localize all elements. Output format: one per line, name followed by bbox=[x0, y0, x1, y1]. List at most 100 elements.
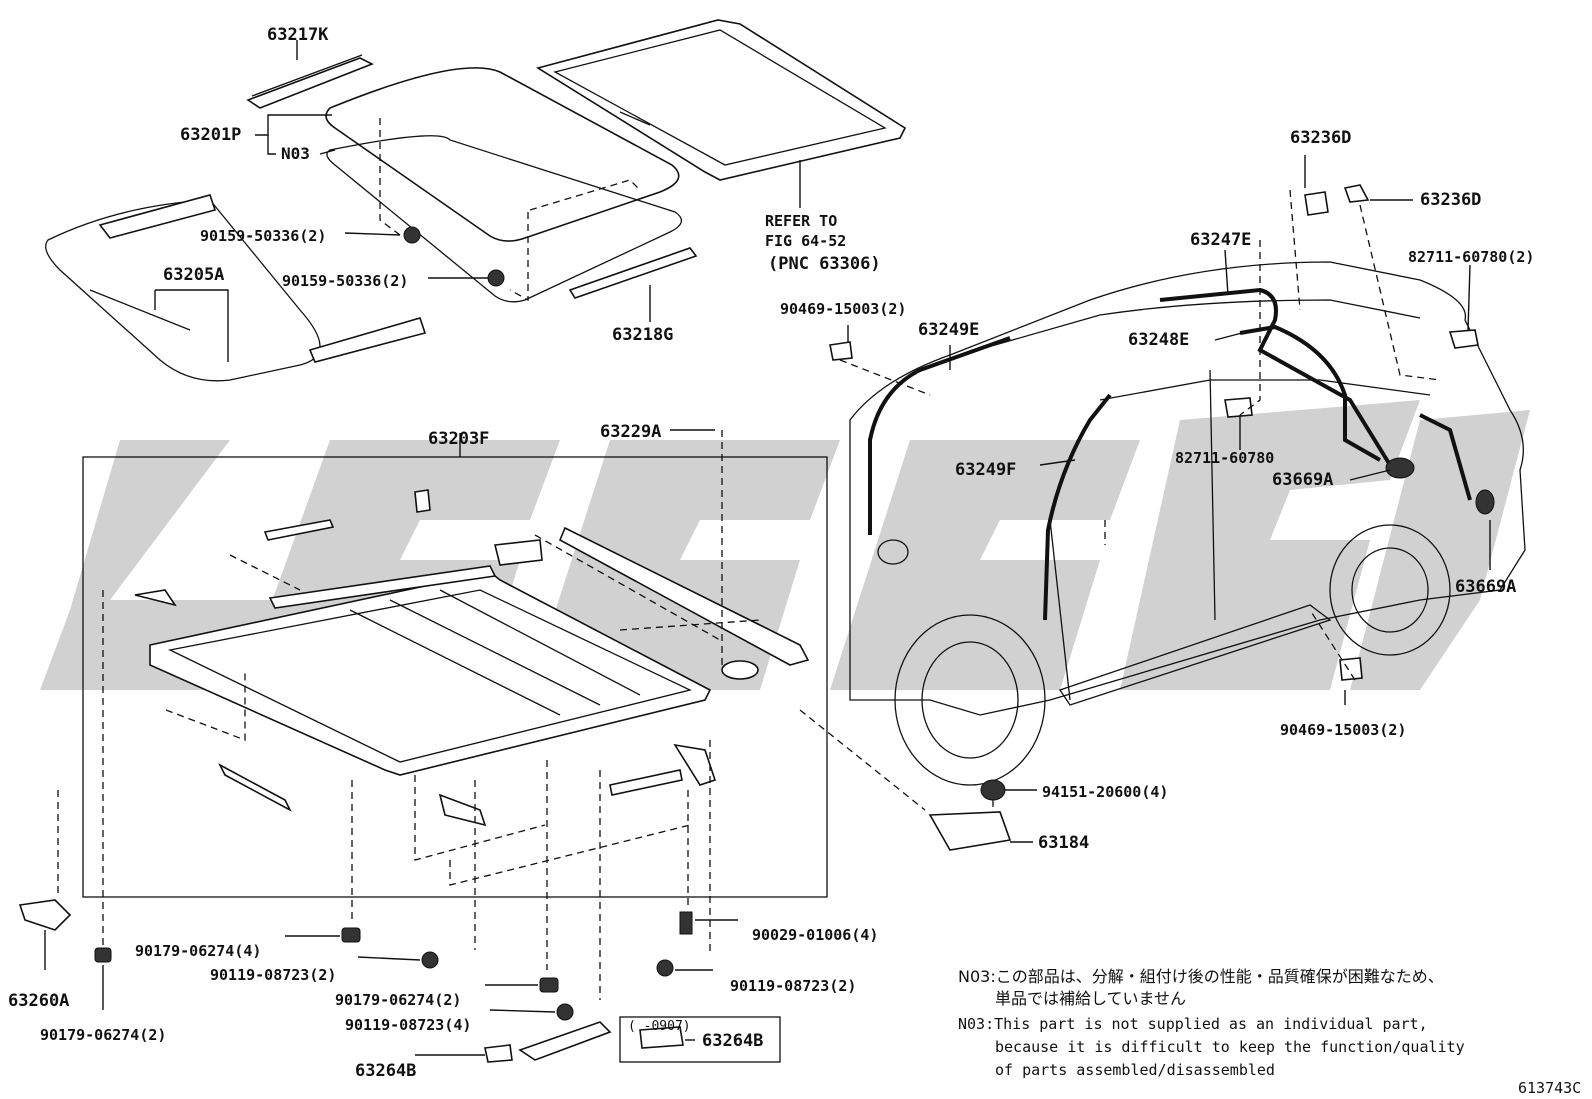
bolt-icon bbox=[487, 269, 505, 287]
label-90179-b: 90179-06274(2) bbox=[335, 991, 461, 1009]
sunshade-panel bbox=[536, 19, 907, 181]
clip-63236d bbox=[1304, 191, 1329, 216]
note-jp-line2: 単品では補給していません bbox=[995, 989, 1186, 1008]
motor-unit bbox=[18, 899, 72, 931]
drain-hose-rear-b bbox=[1239, 324, 1381, 462]
rear-wheel bbox=[1329, 524, 1451, 656]
note-en-line3: of parts assembled/disassembled bbox=[995, 1061, 1275, 1079]
label-refer-1: REFER TO bbox=[765, 212, 837, 230]
clip-strip bbox=[263, 519, 335, 541]
label-90119-c: 90119-08723(4) bbox=[345, 1016, 471, 1034]
label-82711-a: 82711-60780(2) bbox=[1408, 248, 1534, 266]
arrow-icon bbox=[518, 1021, 612, 1061]
drain-connector bbox=[721, 660, 759, 680]
clip-icon bbox=[539, 977, 559, 993]
nut-icon bbox=[980, 779, 1006, 801]
label-90119-a: 90119-08723(2) bbox=[210, 966, 336, 984]
vehicle-body bbox=[829, 155, 1526, 851]
fasteners bbox=[18, 429, 781, 1063]
label-63236D-b: 63236D bbox=[1420, 190, 1481, 210]
label-63264B-b: 63264B bbox=[702, 1031, 763, 1051]
note-en-line2: because it is difficult to keep the func… bbox=[995, 1038, 1465, 1056]
clip-90469 bbox=[829, 341, 853, 361]
mirror bbox=[877, 539, 909, 565]
front-clip bbox=[134, 589, 177, 607]
bracket-63184 bbox=[928, 811, 1012, 851]
drain-hose-front bbox=[868, 336, 1011, 535]
label-63229A: 63229A bbox=[600, 422, 661, 442]
label-90469-a: 90469-15003(2) bbox=[780, 300, 906, 318]
label-refer-2: FIG 64-52 bbox=[765, 232, 846, 250]
label-63184: 63184 bbox=[1038, 833, 1089, 853]
clip-icon bbox=[94, 947, 112, 963]
note-jp-line1: N03:この部品は、分解・組付け後の性能・品質確保が困難なため、 bbox=[958, 967, 1444, 986]
label-90029: 90029-01006(4) bbox=[752, 926, 878, 944]
roof-housing bbox=[57, 430, 926, 1000]
side-step bbox=[1058, 604, 1332, 706]
label-90159-b: 90159-50336(2) bbox=[282, 272, 408, 290]
screw-icon bbox=[679, 911, 693, 935]
label-63260A: 63260A bbox=[8, 991, 69, 1011]
label-63247E: 63247E bbox=[1190, 230, 1251, 250]
label-63217K: 63217K bbox=[267, 25, 329, 45]
label-90119-b: 90119-08723(2) bbox=[730, 977, 856, 995]
glass-panel-group bbox=[45, 40, 698, 382]
label-90179-a: 90179-06274(4) bbox=[135, 942, 261, 960]
top-clip bbox=[414, 489, 431, 513]
clip-82711 bbox=[1448, 329, 1479, 349]
label-date-range: ( -0907) bbox=[628, 1019, 691, 1034]
mid-bracket bbox=[438, 793, 487, 827]
motor-mount bbox=[494, 539, 543, 566]
bolt-icon bbox=[403, 226, 421, 244]
glass-seal bbox=[326, 135, 682, 303]
label-63203F: 63203F bbox=[428, 429, 489, 449]
label-82711-b: 82711-60780 bbox=[1175, 449, 1274, 467]
right-bracket bbox=[609, 769, 683, 796]
clip-90469-b bbox=[1339, 657, 1363, 681]
label-N03: N03 bbox=[281, 144, 310, 163]
inset-box bbox=[619, 1016, 781, 1063]
deflector-strip bbox=[246, 57, 374, 109]
label-refer-3: (PNC 63306) bbox=[768, 254, 881, 274]
label-90179-c: 90179-06274(2) bbox=[40, 1026, 166, 1044]
label-63249E: 63249E bbox=[918, 320, 979, 340]
corner-bracket bbox=[673, 743, 717, 786]
check-valve-b bbox=[1475, 489, 1495, 515]
bracket-bottom bbox=[308, 317, 427, 363]
clip-icon bbox=[341, 927, 361, 943]
label-63264B-a: 63264B bbox=[355, 1061, 416, 1081]
label-63248E: 63248E bbox=[1128, 330, 1189, 350]
clip-82711-b bbox=[1224, 397, 1253, 418]
side-rail bbox=[558, 526, 810, 666]
label-63669A-a: 63669A bbox=[1272, 470, 1333, 490]
notes: N03:この部品は、分解・組付け後の性能・品質確保が困難なため、 単品では補給し… bbox=[958, 967, 1465, 1079]
bracket-top bbox=[98, 194, 217, 239]
part-labels: 63217K 63201P N03 90159-50336(2) 90159-5… bbox=[8, 25, 1581, 1097]
side-strip bbox=[568, 247, 698, 299]
label-94151: 94151-20600(4) bbox=[1042, 783, 1168, 801]
seal-frame bbox=[45, 199, 321, 382]
sunshade-group bbox=[536, 19, 907, 208]
label-90159-a: 90159-50336(2) bbox=[200, 227, 326, 245]
label-63218G: 63218G bbox=[612, 325, 673, 345]
label-63669A-b: 63669A bbox=[1455, 577, 1516, 597]
label-63205A: 63205A bbox=[163, 265, 224, 285]
label-63236D-a: 63236D bbox=[1290, 128, 1351, 148]
nut-icon bbox=[421, 951, 439, 969]
nut-icon bbox=[656, 959, 674, 977]
front-rail bbox=[268, 565, 497, 609]
drain-hose-rear bbox=[1159, 287, 1392, 467]
lower-bracket bbox=[218, 763, 292, 812]
label-63249F: 63249F bbox=[955, 460, 1016, 480]
nut-icon bbox=[556, 1003, 574, 1021]
clip-63236d-b bbox=[1343, 184, 1370, 203]
front-wheel bbox=[894, 614, 1046, 786]
figure-number: 613743C bbox=[1518, 1079, 1581, 1097]
glass-panel bbox=[325, 67, 680, 242]
car-outline bbox=[849, 261, 1526, 716]
clip-63264b-inset bbox=[639, 1026, 684, 1049]
drain-hose-rear-c bbox=[1419, 413, 1472, 501]
clip-63264b bbox=[484, 1044, 513, 1063]
label-63201P: 63201P bbox=[180, 125, 241, 145]
